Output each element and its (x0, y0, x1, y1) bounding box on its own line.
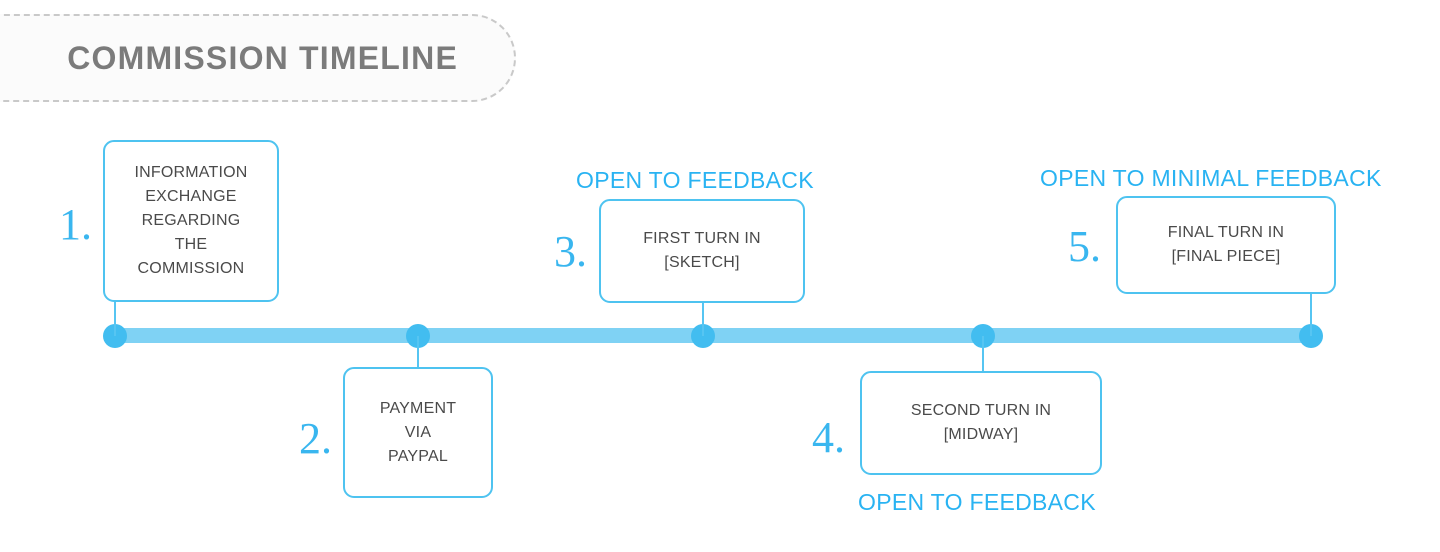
step-box-2-text: PAYMENT VIA PAYPAL (379, 399, 457, 465)
page-title: COMMISSION TIMELINE (67, 39, 458, 76)
step-box-1[interactable]: INFORMATION EXCHANGE REGARDING THE COMMI… (103, 140, 279, 302)
connector-step-3 (702, 302, 704, 336)
caption-step-3: OPEN TO FEEDBACK (576, 167, 814, 193)
step-box-5[interactable]: FINAL TURN IN [FINAL PIECE] (1116, 196, 1336, 294)
connector-step-1 (114, 300, 116, 336)
step-number-3: 3. (554, 227, 587, 276)
step-number-1: 1. (59, 200, 92, 249)
step-box-1-text: INFORMATION EXCHANGE REGARDING THE COMMI… (134, 164, 248, 277)
step-box-2[interactable]: PAYMENT VIA PAYPAL (343, 367, 493, 498)
step-box-5-text: FINAL TURN IN [FINAL PIECE] (1167, 224, 1285, 265)
connector-step-5 (1310, 292, 1312, 336)
step-box-4[interactable]: SECOND TURN IN [MIDWAY] (860, 371, 1102, 475)
caption-step-4: OPEN TO FEEDBACK (858, 489, 1096, 515)
step-box-4-text: SECOND TURN IN [MIDWAY] (910, 402, 1052, 443)
connector-step-2 (417, 336, 419, 368)
step-box-3-text: FIRST TURN IN [SKETCH] (643, 230, 761, 271)
step-number-2: 2. (299, 414, 332, 463)
step-number-4: 4. (812, 413, 845, 462)
header-pill: COMMISSION TIMELINE (0, 14, 516, 102)
step-number-5: 5. (1068, 222, 1101, 271)
step-box-3[interactable]: FIRST TURN IN [SKETCH] (599, 199, 805, 303)
connector-step-4 (982, 336, 984, 372)
caption-step-5: OPEN TO MINIMAL FEEDBACK (1040, 165, 1382, 191)
